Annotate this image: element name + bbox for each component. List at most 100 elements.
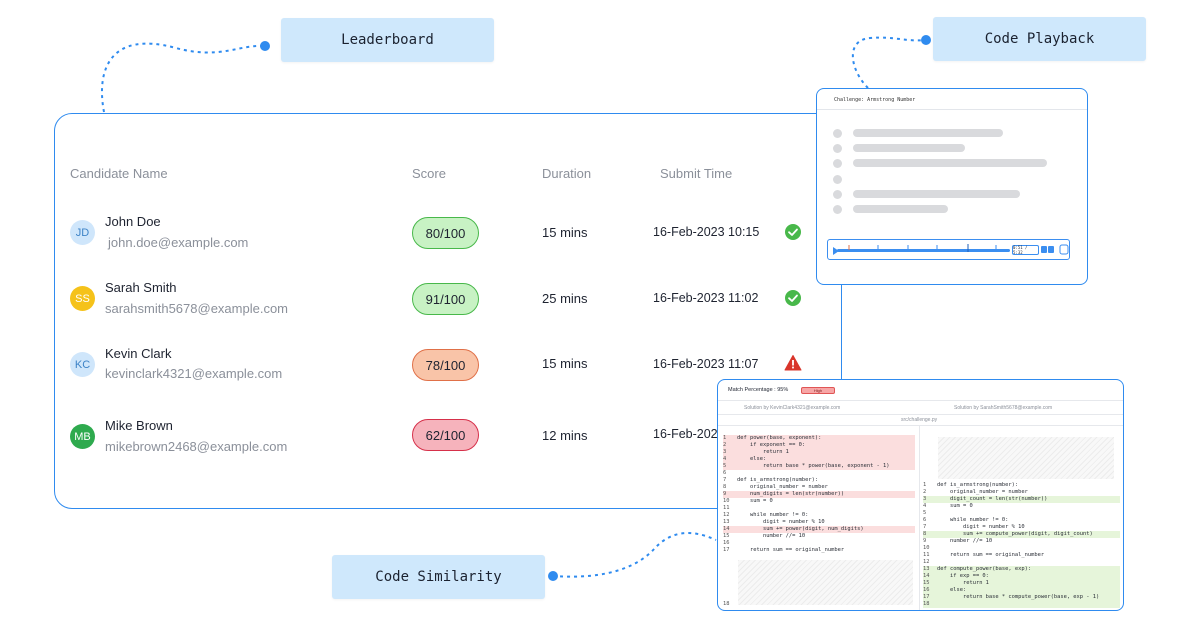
code-text: number //= 10 [737,533,806,539]
duration: 15 mins [542,225,588,240]
speed-icon [1041,246,1047,253]
leaderboard-callout-label: Leaderboard [341,32,434,48]
line-number: 6 [723,470,727,476]
table-row[interactable]: JD John Doe john.doe@example.com 80/100 … [55,209,841,269]
line-number: 15 [723,533,730,539]
code-line: 9 number //= 10 [923,538,1120,545]
leaderboard-connector-dot [260,41,270,51]
table-row[interactable]: MB Mike Brown mikebrown2468@example.com … [55,413,841,473]
file-name: src/challenge.py [901,417,938,423]
candidate-name: John Doe [105,214,161,229]
score-value: 91/100 [425,291,466,307]
code-line: 14 if exp == 0: [923,573,1120,580]
candidate-name: Mike Brown [105,418,173,433]
code-text: def compute_power(base, exp): [937,566,1032,572]
code-text: return base * power(base, exponent - 1) [737,463,890,469]
code-text: return base * compute_power(base, exp - … [937,594,1100,600]
code-playback-callout: Code Playback [933,17,1146,61]
line-number: 16 [723,540,730,546]
line-number: 11 [923,552,930,558]
code-line: 4 else: [723,456,915,463]
empty-diff-region [938,437,1114,479]
code-playback-window: Challenge: Armstrong Number 0:51 / 5:32 [816,88,1088,285]
playback-timeline[interactable] [828,240,1071,261]
skeleton-line [853,159,1047,167]
settings-icon [1048,246,1054,253]
divider [718,414,1123,415]
code-line: 11 [723,505,915,512]
leaderboard-callout: Leaderboard [281,18,494,62]
time-display: 0:51 / 5:32 [1012,245,1039,255]
skeleton-dot [833,129,842,138]
avatar-initials: SS [75,292,90,305]
right-solution-author: Solution by SarahSmith5678@example.com [954,405,1053,411]
score-value: 62/100 [425,427,466,443]
code-text: return sum == original_number [937,552,1045,558]
line-number: 7 [923,524,927,530]
line-number: 11 [723,505,730,511]
line-number: 3 [923,496,927,502]
divider [718,425,1123,426]
code-similarity-window: Match Percentage : 95% High Solution by … [717,379,1124,611]
playback-controls: 0:51 / 5:32 [827,239,1070,260]
code-text: else: [937,587,967,593]
line-number: 12 [923,559,930,565]
line-number: 10 [923,545,930,551]
check-circle-icon [785,290,801,306]
line-number: 10 [723,498,730,504]
code-line: 12 while number != 0: [723,512,915,519]
code-text: def power(base, exponent): [737,435,822,441]
score-badge: 62/100 [412,419,479,451]
code-line: 4 sum = 0 [923,503,1120,510]
candidate-name: Kevin Clark [105,346,172,361]
code-line: 3 return 1 [723,449,915,456]
candidate-email: sarahsmith5678@example.com [105,301,289,316]
code-line: 6 while number != 0: [923,517,1120,524]
line-number: 14 [723,526,730,532]
avatar-initials: KC [74,358,91,371]
code-line: 14 sum += power(digit, num_digits) [723,526,915,533]
line-number: 9 [923,538,927,544]
column-header-duration: Duration [542,166,592,181]
code-text: if exponent == 0: [737,442,806,448]
code-text: sum = 0 [937,503,973,509]
match-percentage: Match Percentage : 95% [728,387,789,393]
code-line: 15 number //= 10 [723,533,915,540]
score-value: 78/100 [425,357,466,373]
code-similarity-callout-label: Code Similarity [375,569,502,585]
code-line: 11 return sum == original_number [923,552,1120,559]
code-line: 9 num_digits = len(str(number)) [723,491,915,498]
column-divider [919,425,920,610]
skeleton-line [853,205,948,213]
code-text: digit = number % 10 [737,519,825,525]
submit-time: 16-Feb-2023 10:15 [653,225,760,239]
warning-triangle-icon [784,355,802,371]
line-number: 3 [723,449,727,455]
playback-connector-dot [921,35,931,45]
table-row[interactable]: KC Kevin Clark kevinclark4321@example.co… [55,341,841,401]
skeleton-dot [833,144,842,153]
code-line: 16 [723,540,915,547]
left-solution-author: Solution by KevinClark4321@example.com [744,405,841,411]
code-text: original_number = number [937,489,1028,495]
line-number: 18 [923,601,930,607]
code-text: digit_count = len(str(number)) [937,496,1048,502]
similarity-connector-dot [548,571,558,581]
empty-diff-region [738,560,913,605]
match-level-badge: High [801,387,835,394]
challenge-title: Challenge: Armstrong Number [834,97,916,103]
line-number: 4 [723,456,727,462]
code-text: digit = number % 10 [937,524,1025,530]
fullscreen-icon [1059,244,1069,255]
play-icon[interactable] [831,246,841,256]
table-row[interactable]: SS Sarah Smith sarahsmith5678@example.co… [55,275,841,335]
candidate-email: kevinclark4321@example.com [105,366,283,381]
score-badge: 80/100 [412,217,479,249]
line-number: 18 [723,601,730,607]
score-badge: 91/100 [412,283,479,315]
line-number: 7 [723,477,727,483]
submit-time: 16-Feb-2023 11:07 [653,357,759,371]
